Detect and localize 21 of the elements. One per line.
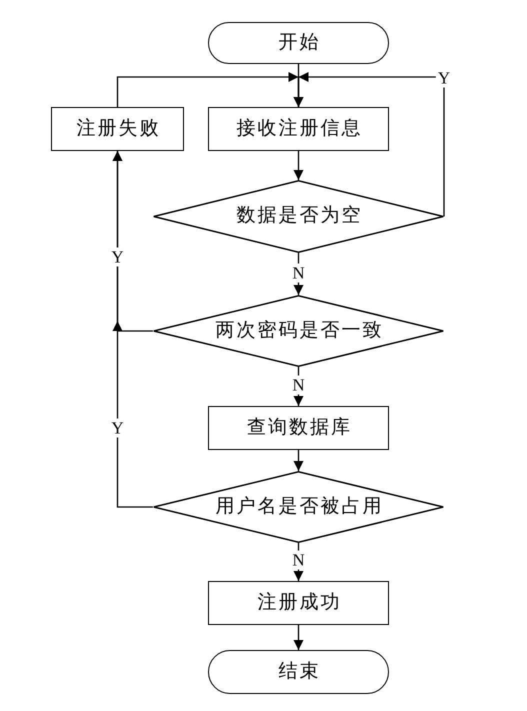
edge-label: Y (109, 418, 126, 438)
arrow (294, 367, 304, 406)
edge-label: N (290, 550, 307, 570)
terminal-box: 开始 (208, 22, 389, 64)
process-box: 注册失败 (51, 107, 184, 151)
arrow (294, 151, 304, 180)
arrow (294, 450, 304, 471)
process-box: 接收注册信息 (208, 107, 389, 151)
decision-diamond: 两次密码是否一致 (153, 295, 444, 367)
process-box: 注册成功 (208, 581, 389, 625)
arrow (294, 76, 445, 216)
arrow (112, 151, 153, 508)
edge-label: N (290, 264, 307, 282)
decision-diamond: 用户名是否被占用 (153, 471, 444, 543)
edge-label: N (290, 376, 307, 394)
decision-diamond: 数据是否为空 (153, 180, 444, 253)
arrow (294, 625, 304, 650)
process-box: 查询数据库 (208, 406, 389, 450)
edge-label: Y (109, 248, 126, 266)
arrow (294, 253, 304, 295)
terminal-box: 结束 (208, 650, 389, 694)
